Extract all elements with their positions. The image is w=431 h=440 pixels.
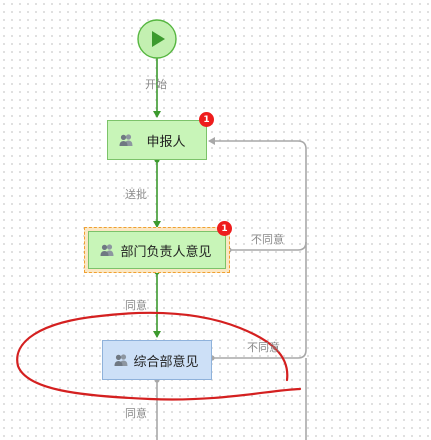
edge-label-disagree-2: 不同意 — [247, 341, 280, 354]
department-head-notification-badge: 1 — [217, 221, 232, 236]
edge-label-start: 开始 — [145, 78, 167, 91]
annotation-scribble — [16, 311, 302, 401]
department-head-node[interactable]: 部门负责人意见 — [88, 231, 226, 269]
edge-label-agree-1: 同意 — [125, 299, 147, 312]
edge-disagree-2[interactable] — [212, 349, 307, 359]
applicant-node[interactable]: 申报人 — [107, 120, 207, 160]
applicant-node-label: 申报人 — [146, 134, 186, 150]
edge-return-to-applicant[interactable] — [208, 137, 307, 350]
start-node[interactable] — [137, 19, 177, 59]
edge-label-disagree-1: 不同意 — [251, 233, 284, 246]
users-icon — [100, 244, 114, 256]
play-icon — [152, 31, 165, 47]
edge-label-submit: 送批 — [125, 188, 147, 201]
users-icon — [114, 354, 128, 366]
general-department-node[interactable]: 综合部意见 — [102, 340, 212, 380]
applicant-notification-badge: 1 — [199, 112, 214, 127]
edge-label-agree-2: 同意 — [125, 407, 147, 420]
department-head-node-label: 部门负责人意见 — [120, 244, 212, 260]
users-icon — [119, 134, 133, 146]
general-department-node-label: 综合部意见 — [133, 354, 199, 370]
